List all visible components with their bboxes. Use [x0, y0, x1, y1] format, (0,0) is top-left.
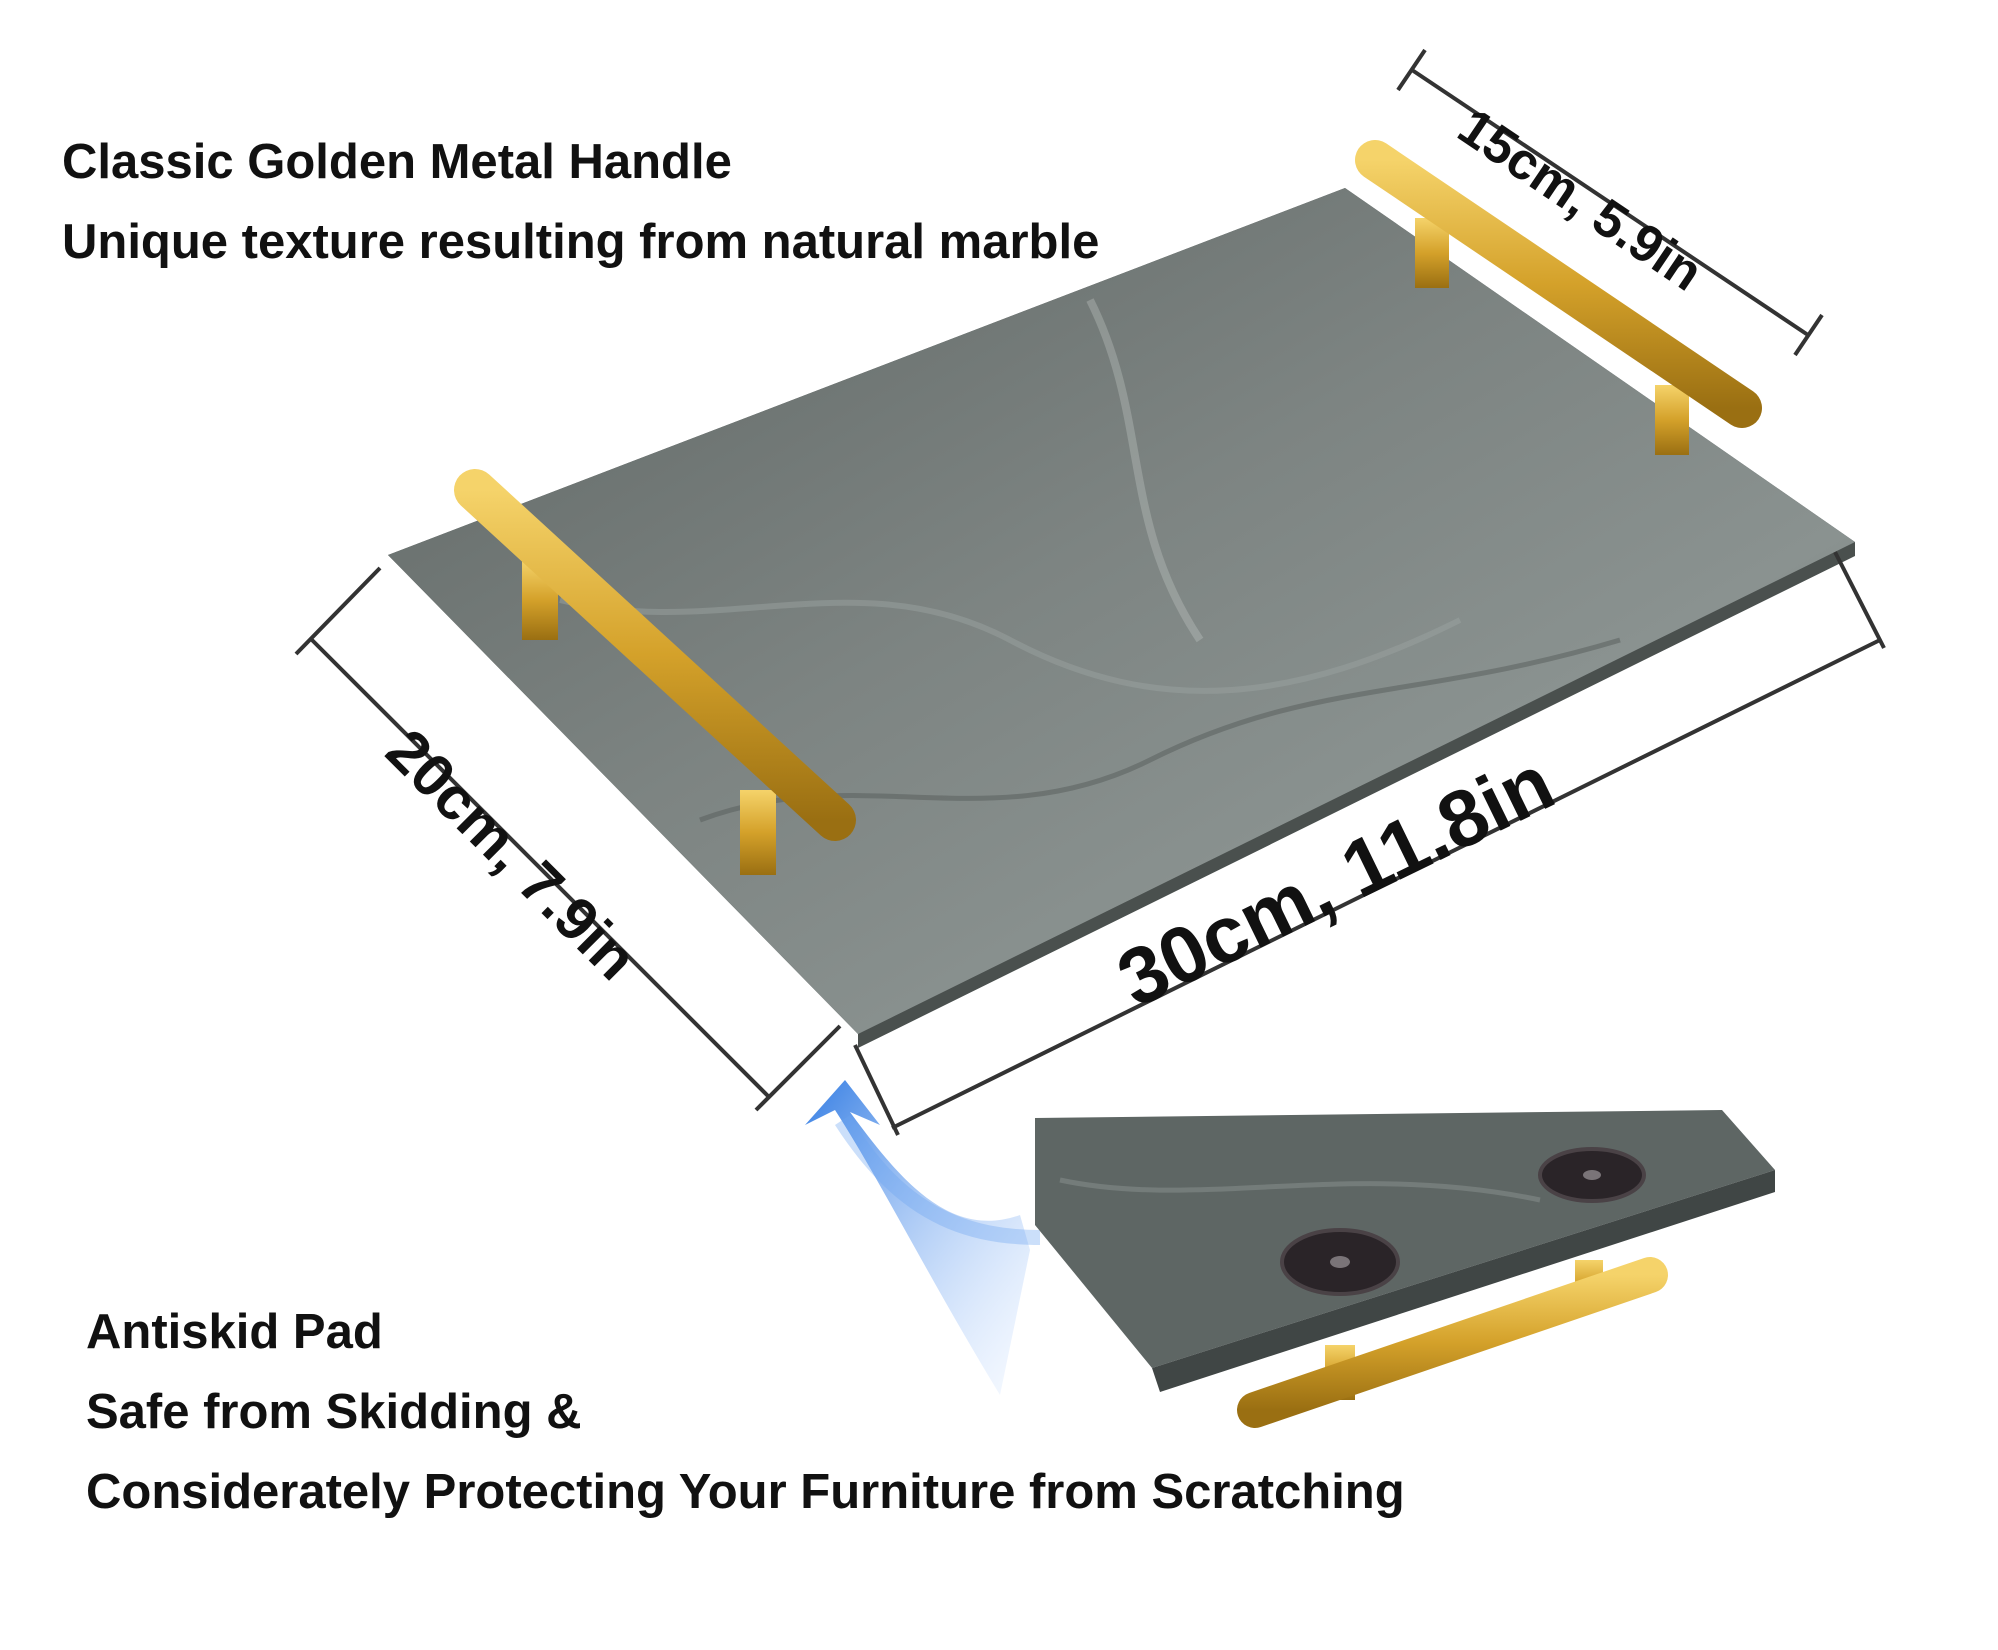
caption-safe-skidding: Safe from Skidding & — [86, 1385, 582, 1439]
marble-vein — [699, 637, 1621, 823]
marble-vein — [1086, 298, 1204, 643]
pointer-arrow-tail — [835, 1115, 1040, 1245]
inset-marble — [1035, 1110, 1775, 1368]
dimension-lines — [294, 48, 1886, 1136]
inset-tray-underside — [1035, 1110, 1775, 1428]
dim-line-length — [891, 638, 1881, 1130]
caption-marble-texture: Unique texture resulting from natural ma… — [62, 215, 1100, 269]
inset-marble-edge — [1152, 1170, 1775, 1392]
marble-vein — [559, 597, 1462, 694]
caption-protect-furniture: Considerately Protecting Your Furniture … — [86, 1465, 1405, 1519]
inset-gold-handle — [1237, 1257, 1668, 1428]
gold-handle-front — [454, 469, 856, 875]
gold-handle-back — [1355, 140, 1762, 455]
pointer-arrow — [805, 1080, 1030, 1395]
dim-line-handle — [1410, 68, 1810, 337]
caption-handle: Classic Golden Metal Handle — [62, 135, 732, 189]
dim-line-width — [310, 638, 772, 1100]
caption-antiskid: Antiskid Pad — [86, 1305, 383, 1359]
